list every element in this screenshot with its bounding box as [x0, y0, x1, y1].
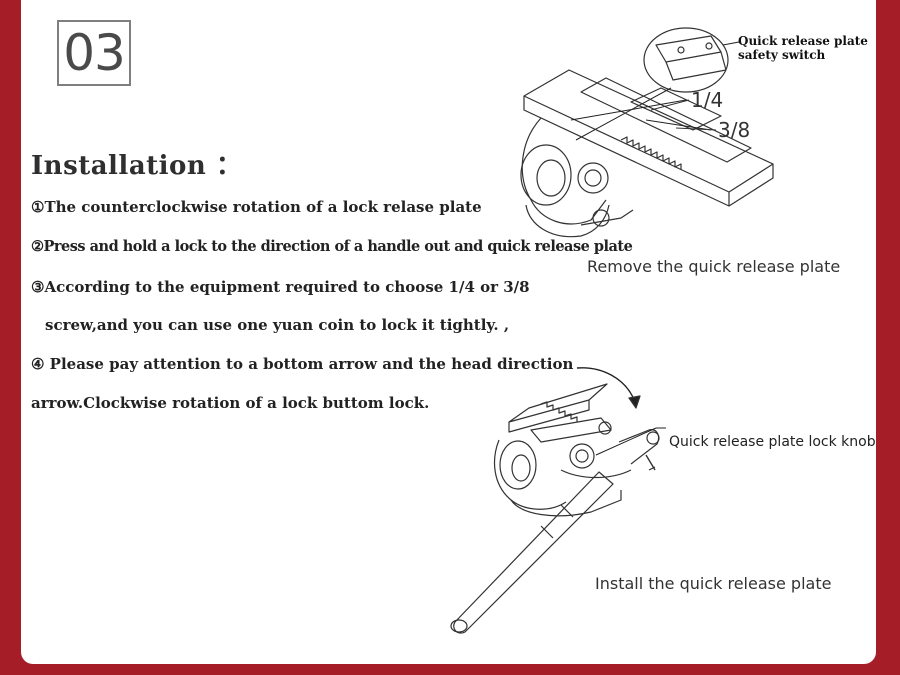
lock-knob-label: Quick release plate lock knob: [669, 434, 876, 450]
size-label-3-8: 3/8: [718, 118, 751, 142]
safety-switch-callout-line1: Quick release plate: [738, 34, 868, 48]
remove-plate-diagram: [520, 27, 774, 238]
instruction-step-3: ③According to the equipment required to …: [31, 278, 530, 296]
pan-knob-outline: [577, 162, 609, 194]
safety-switch-callout: Quick release plate safety switch: [738, 34, 868, 62]
plate-outline: [508, 383, 608, 423]
size-label-1-4: 1/4: [691, 88, 724, 112]
lock-knob-outline: [569, 443, 595, 469]
instruction-step-1: ①The counterclockwise rotation of a lock…: [31, 198, 482, 216]
safety-switch-zoom-circle: [643, 27, 729, 93]
step-number: 03: [63, 24, 126, 82]
instruction-step-3-continued: screw,and you can use one yuan coin to l…: [45, 316, 510, 334]
instruction-step-2: ②Press and hold a lock to the direction …: [31, 238, 633, 255]
remove-plate-caption: Remove the quick release plate: [587, 257, 841, 276]
pan-handle-outline: [453, 471, 614, 634]
size-leader-lines: [650, 99, 717, 131]
section-title: Installation ：: [31, 151, 243, 181]
install-plate-caption: Install the quick release plate: [595, 574, 832, 593]
install-plate-diagram: [450, 367, 666, 634]
content-card: 03 Installation ： ①The counterclockwise …: [21, 0, 876, 664]
safety-switch-callout-line2: safety switch: [738, 48, 826, 62]
step-number-box: 03: [57, 20, 131, 86]
instruction-step-4-continued: arrow.Clockwise rotation of a lock butto…: [31, 394, 430, 412]
instruction-step-4: ④ Please pay attention to a bottom arrow…: [31, 355, 574, 373]
